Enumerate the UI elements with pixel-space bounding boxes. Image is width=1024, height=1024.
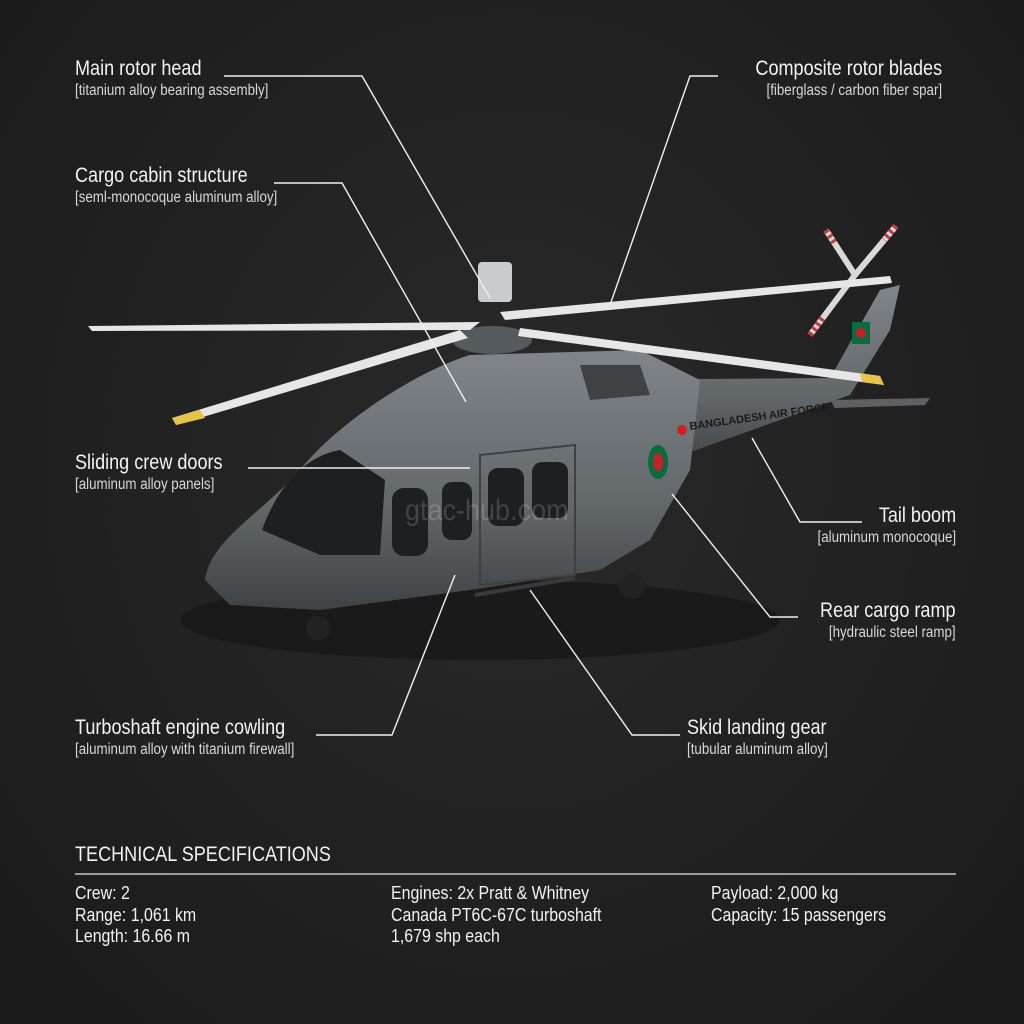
spec-engines-power: 1,679 shp each [391, 925, 500, 946]
horizontal-stabilizer [830, 398, 930, 408]
callout-sliding-crew-doors: Sliding crew doors [aluminum alloy panel… [75, 451, 247, 494]
spec-range: Range: 1,061 km [75, 903, 197, 925]
watermark: gtac-hub.com [405, 494, 569, 527]
leader-line-rear-cargo-ramp [671, 493, 798, 618]
callout-composite-rotor-blades: Composite rotor blades [fiberglass / car… [725, 57, 942, 100]
leader-line-cargo-cabin [274, 182, 467, 403]
spec-engines: Engines: 2x Pratt & Whitney [391, 882, 590, 903]
callout-detail: [titanium alloy bearing assembly] [75, 82, 269, 99]
leader-line-composite-rotor-blades [609, 75, 718, 306]
callout-title: Turboshaft engine cowling [75, 716, 286, 739]
cabin-window [532, 462, 568, 518]
spec-payload: Payload: 2,000 kg [711, 882, 839, 903]
cabin-window [392, 488, 428, 556]
leader-line-skid-landing-gear [529, 589, 680, 736]
leader-line-turboshaft [316, 574, 456, 736]
callout-title: Skid landing gear [687, 716, 827, 739]
tail-flag-disc [856, 328, 866, 338]
spec-capacity: Capacity: 15 passengers [711, 903, 887, 925]
callout-detail: [aluminum alloy with titanium firewall] [75, 741, 295, 758]
callout-title: Sliding crew doors [75, 451, 223, 474]
main-rotor-blades [88, 276, 892, 425]
callout-main-rotor-head: Main rotor head [titanium alloy bearing … [75, 57, 300, 100]
callout-title: Tail boom [878, 504, 956, 527]
sliding-door [479, 443, 576, 587]
cockpit-window [262, 450, 385, 555]
callout-detail: [aluminum monocoque] [817, 529, 956, 546]
specs-column-1: Crew: 2 Range: 1,061 km Length: 16.66 m [75, 882, 216, 947]
callout-detail: [hydraulic steel ramp] [829, 624, 956, 641]
callout-title: Rear cargo ramp [820, 599, 956, 622]
callout-detail: [tubular aluminum alloy] [687, 741, 828, 758]
rotor-hub [452, 326, 532, 354]
cabin-window [488, 468, 524, 526]
anti-collision-light [677, 425, 687, 435]
specs-column-3: Payload: 2,000 kg Capacity: 15 passenger… [711, 882, 915, 925]
callout-title: Main rotor head [75, 57, 202, 80]
specs-column-2: Engines: 2x Pratt & Whitney Canada PT6C-… [391, 882, 636, 947]
callout-detail: [aluminum alloy panels] [75, 476, 215, 493]
callout-tail-boom: Tail boom [aluminum monocoque] [795, 504, 956, 547]
spec-crew: Crew: 2 [75, 882, 130, 903]
specs-divider [75, 873, 956, 875]
callout-turboshaft-engine-cowling: Turboshaft engine cowling [aluminum allo… [75, 716, 330, 759]
callout-title: Composite rotor blades [755, 57, 942, 80]
roundel-center [653, 453, 663, 471]
spec-length: Length: 16.66 m [75, 925, 190, 946]
landing-gear [306, 573, 645, 640]
callout-detail: [fiberglass / carbon fiber spar] [766, 82, 942, 99]
spec-engines-model: Canada PT6C-67C turboshaft [391, 903, 602, 925]
callout-detail: [seml-monocoque aluminum alloy] [75, 189, 278, 206]
callout-rear-cargo-ramp: Rear cargo ramp [hydraulic steel ramp] [798, 599, 956, 642]
specs-title: TECHNICAL SPECIFICATIONS [75, 843, 331, 866]
leader-line-main-rotor-head [224, 75, 491, 299]
callout-title: Cargo cabin structure [75, 164, 248, 187]
leader-line-tail-boom [751, 437, 862, 523]
callout-cargo-cabin-structure: Cargo cabin structure [seml-monocoque al… [75, 164, 310, 207]
cabin-window [442, 482, 472, 540]
engine-intake [580, 365, 650, 400]
callout-skid-landing-gear: Skid landing gear [tubular aluminum allo… [687, 716, 851, 759]
